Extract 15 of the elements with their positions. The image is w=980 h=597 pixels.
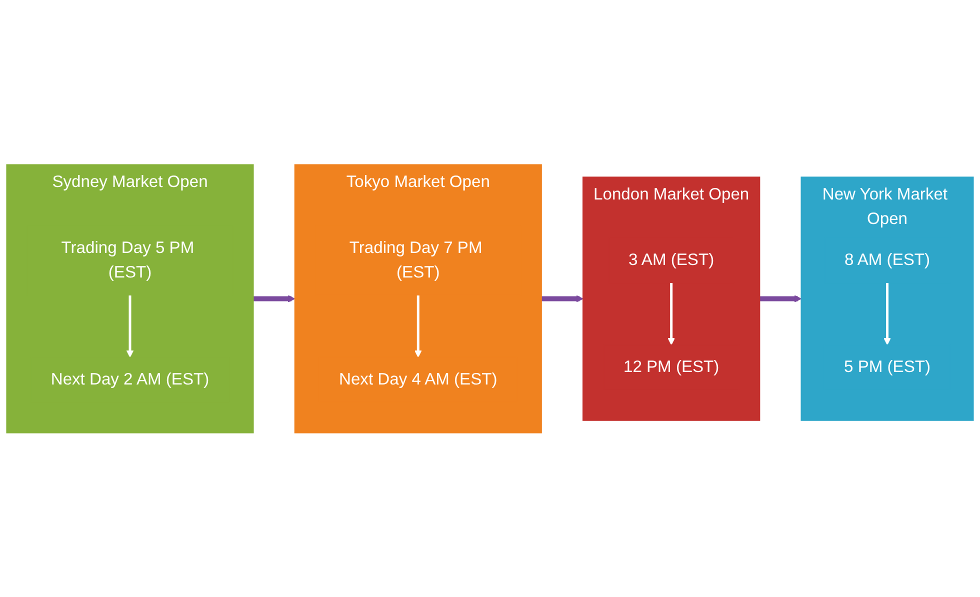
arrow	[126, 294, 134, 358]
node-text: Trading Day 7 PM (EST)	[349, 238, 482, 282]
arrow	[414, 294, 422, 358]
arrow	[253, 294, 296, 302]
node-text: Next Day 2 AM (EST)	[50, 370, 210, 388]
node-text: 5 PM (EST)	[844, 358, 930, 376]
node-text: 12 PM (EST)	[623, 358, 720, 376]
arrow	[668, 282, 675, 345]
node-text: Next Day 4 AM (EST)	[339, 370, 498, 388]
node-text: 3 AM (EST)	[628, 250, 714, 270]
arrow	[760, 294, 802, 302]
arrow	[542, 294, 584, 302]
node-text: Trading Day 5 PM (EST)	[61, 238, 194, 282]
arrow	[884, 282, 891, 345]
node-text: 8 AM (EST)	[844, 250, 930, 270]
